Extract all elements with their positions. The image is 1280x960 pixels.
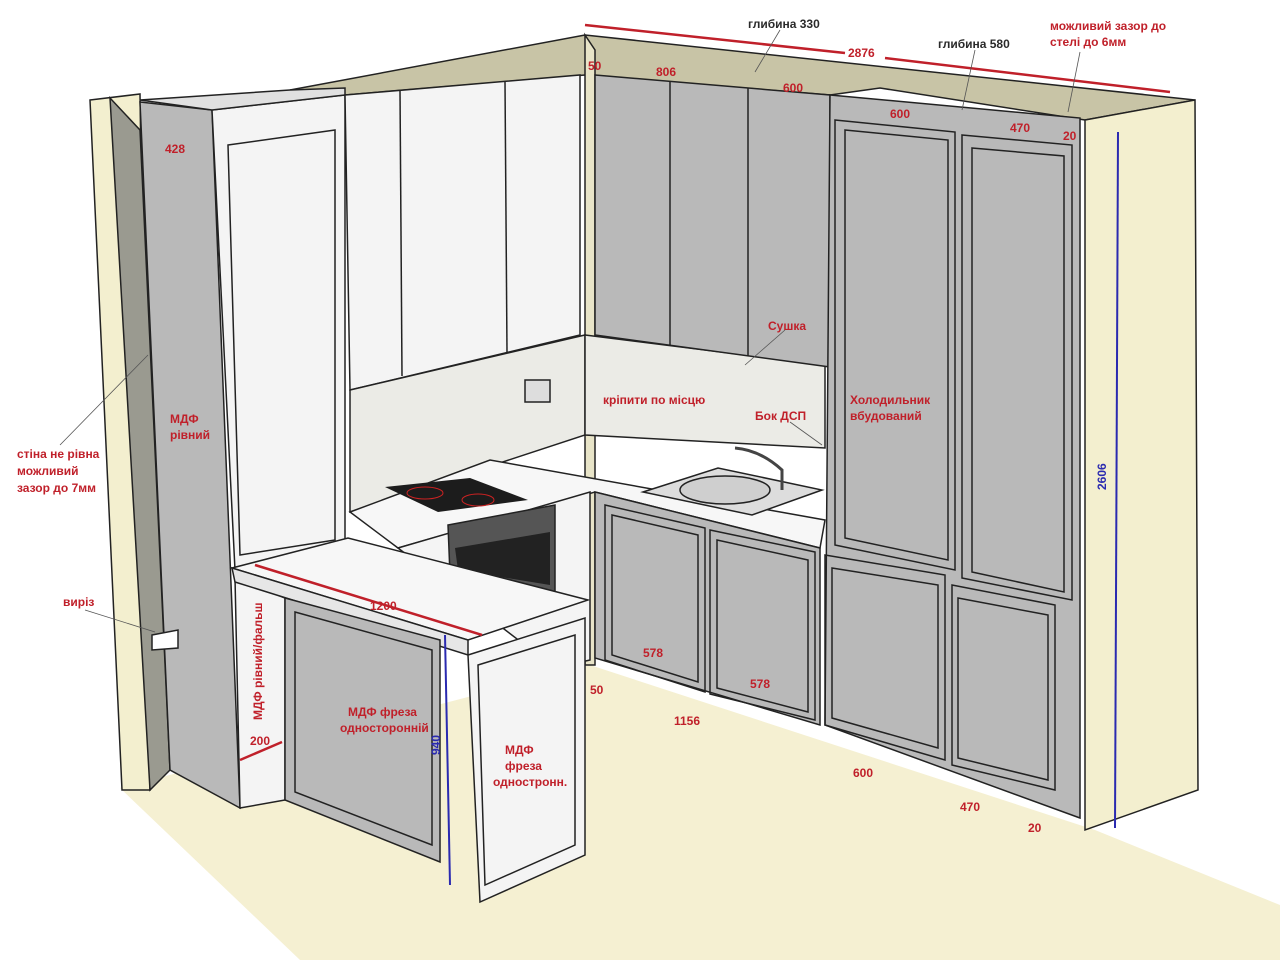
tall-cabinet-left xyxy=(211,94,346,571)
tall-right-door-lower xyxy=(951,584,1056,791)
dim-1156: 1156 xyxy=(674,714,700,728)
fridge-label-1: Холодильник xyxy=(850,393,931,407)
right-wall xyxy=(1084,99,1199,832)
base-door-2 xyxy=(709,529,816,721)
dryer-label: Сушка xyxy=(768,319,806,333)
base-door-1 xyxy=(604,504,706,694)
peninsula-side xyxy=(467,616,586,904)
dim-806: 806 xyxy=(656,65,676,79)
side-mdf-label-3: одностронн. xyxy=(493,775,567,789)
dim-428: 428 xyxy=(165,142,185,156)
total-width-label: 2876 xyxy=(848,46,875,60)
fridge-label-2: вбудований xyxy=(850,409,922,423)
tall-cabinet-door xyxy=(227,129,336,556)
dim-600-upper: 600 xyxy=(783,81,803,95)
mdf-false-label: МДФ рівний/фальш xyxy=(251,602,265,720)
faucet xyxy=(734,446,784,490)
base-door-1-inner xyxy=(611,514,699,684)
fridge-door-lower xyxy=(824,554,946,761)
dim-50-bottom: 50 xyxy=(590,683,604,697)
cutout xyxy=(151,629,179,651)
peninsula-front xyxy=(284,597,441,864)
fridge-door-upper xyxy=(834,119,956,571)
wall-note-1: стіна не рівна xyxy=(17,447,100,461)
ceiling-gap-note-1: можливий зазор до xyxy=(1050,19,1166,33)
dim-20-bottom: 20 xyxy=(1028,821,1042,835)
tall-cabinets-right xyxy=(824,94,1081,820)
mdf-mill-label-2: односторонній xyxy=(340,721,429,735)
dim-470-bottom: 470 xyxy=(960,800,980,814)
cutout-label: виріз xyxy=(63,595,94,609)
wall-note-2: можливий xyxy=(17,464,79,478)
tall-right-door-upper xyxy=(961,134,1073,601)
side-mdf-label-1: МДФ xyxy=(505,743,534,757)
socket xyxy=(524,379,551,403)
ceiling-gap-note-2: стелі до 6мм xyxy=(1050,35,1126,49)
base-door-2-inner xyxy=(716,539,809,713)
side-chipboard-label: Бок ДСП xyxy=(755,409,806,423)
top-box xyxy=(139,87,346,111)
dim-600-tall: 600 xyxy=(890,107,910,121)
cooktop xyxy=(385,478,528,512)
dim-578-1: 578 xyxy=(643,646,663,660)
dim-940: 940 xyxy=(429,735,443,755)
dim-578-2: 578 xyxy=(750,677,770,691)
mdf-mill-label-1: МДФ фреза xyxy=(348,705,417,719)
side-mdf-label-2: фреза xyxy=(505,759,542,773)
dim-470-top: 470 xyxy=(1010,121,1030,135)
depth-330-label: глибина 330 xyxy=(748,17,820,31)
dim-2606: 2606 xyxy=(1095,463,1109,490)
dim-600-bottom: 600 xyxy=(853,766,873,780)
wall-note-3: зазор до 7мм xyxy=(17,481,96,495)
dim-1200: 1200 xyxy=(370,599,397,613)
mdf-label-1: МДФ xyxy=(170,412,199,426)
fix-on-site-label: кріпити по місцю xyxy=(603,393,705,407)
upper-cabinets-left xyxy=(344,74,581,391)
mdf-label-2: рівний xyxy=(170,428,210,442)
dim-50-top: 50 xyxy=(588,59,602,73)
dim-200: 200 xyxy=(250,734,270,748)
depth-580-label: глибина 580 xyxy=(938,37,1010,51)
dim-20-top: 20 xyxy=(1063,129,1077,143)
